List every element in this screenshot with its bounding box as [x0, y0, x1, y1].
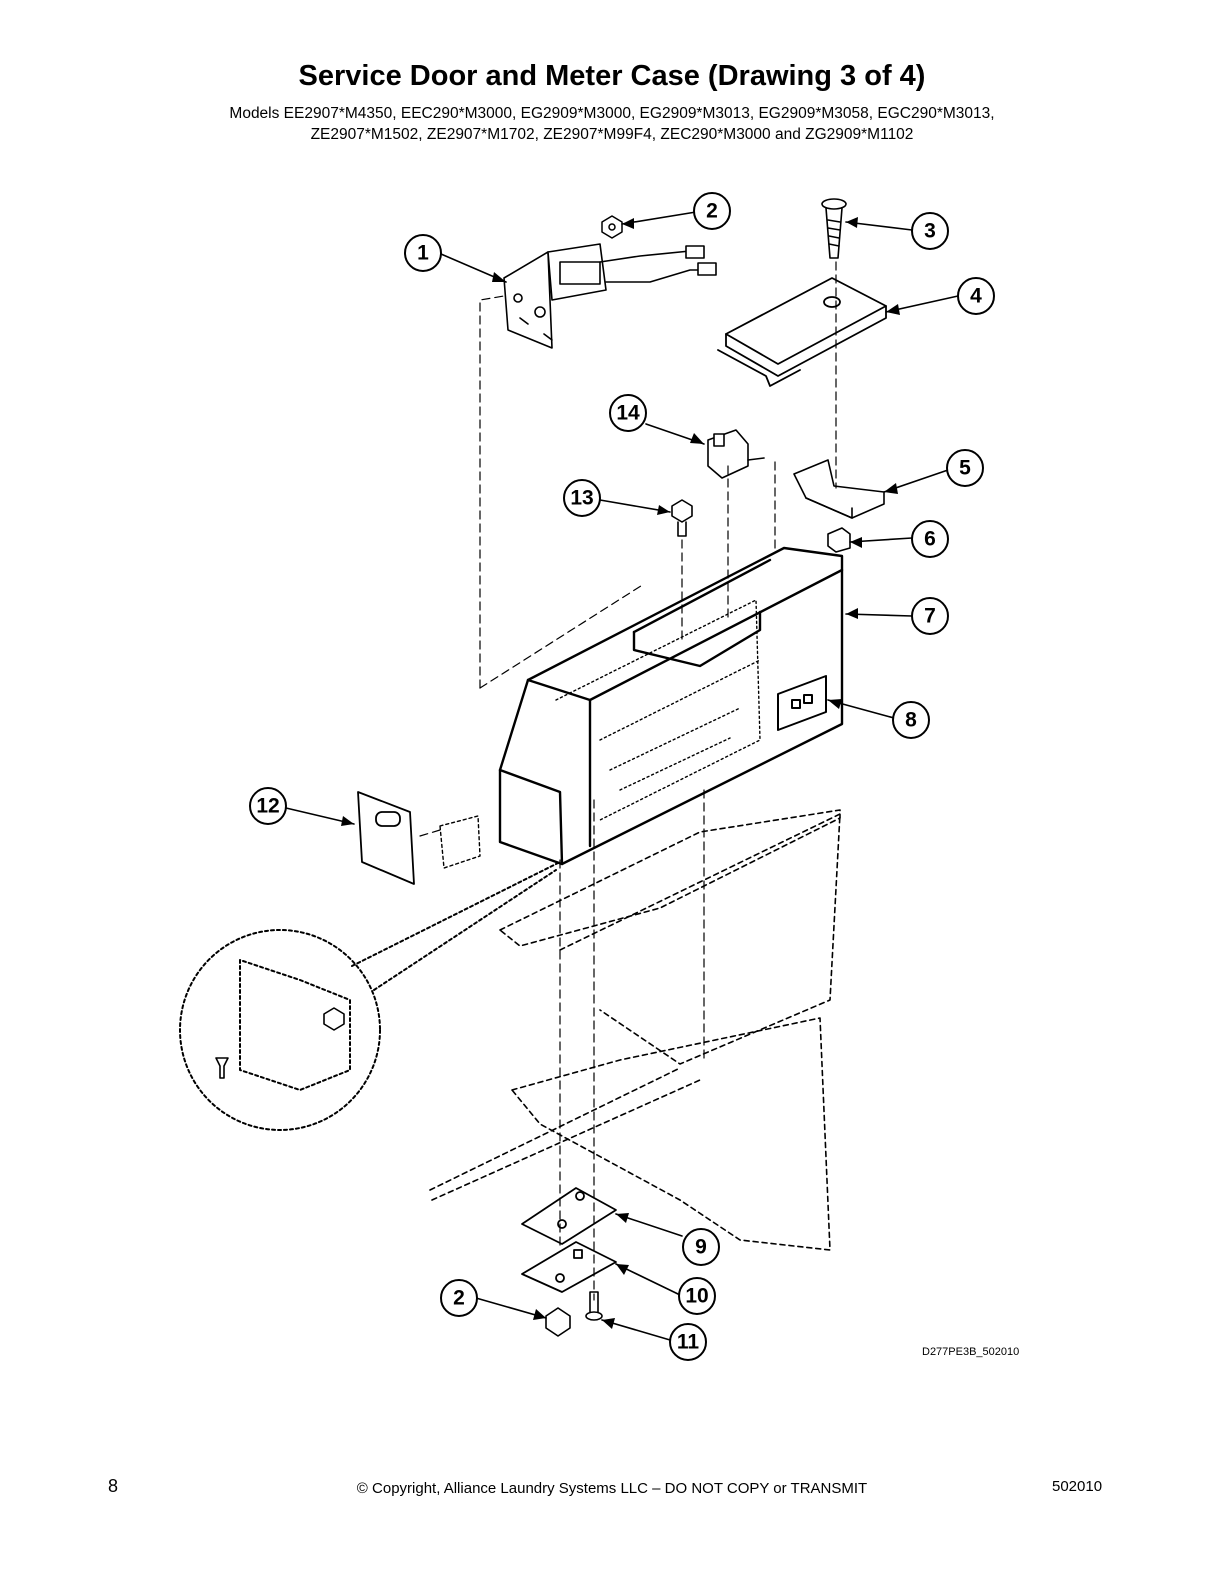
callout-13: 13: [563, 479, 601, 517]
callout-2-bottom: 2: [440, 1279, 478, 1317]
nut-drawing-bottom: [545, 1307, 571, 1337]
callout-label: 4: [970, 285, 982, 308]
model-list-line-1: Models EE2907*M4350, EEC290*M3000, EG290…: [229, 105, 995, 122]
callout-10: 10: [678, 1277, 716, 1315]
callout-label: 2: [706, 200, 718, 223]
callout-label: 11: [677, 1331, 700, 1354]
bolt-drawing: [671, 499, 693, 537]
callout-14: 14: [609, 394, 647, 432]
callout-label: 8: [905, 709, 917, 732]
callout-3: 3: [911, 212, 949, 250]
callout-arrowheads: [341, 217, 900, 1329]
mounting-plate-drawing: [521, 1187, 617, 1245]
callout-label: 1: [417, 242, 429, 265]
assembly-guide-lines: [419, 261, 837, 1301]
clip-drawing: [827, 527, 851, 553]
model-list-line-2: ZE2907*M1502, ZE2907*M1702, ZE2907*M99F4…: [310, 126, 914, 143]
callout-label: 7: [924, 605, 936, 628]
callout-7: 7: [911, 597, 949, 635]
callout-label: 5: [959, 457, 971, 480]
page-title: Service Door and Meter Case (Drawing 3 o…: [298, 60, 926, 92]
service-door-drawing: [357, 791, 415, 885]
callout-2-top: 2: [693, 192, 731, 230]
screw-drawing: [821, 198, 847, 259]
callout-label: 12: [256, 795, 279, 818]
meter-case-inner-dots: [555, 599, 761, 821]
switch-drawing: [707, 429, 765, 479]
model-list: Models EE2907*M4350, EEC290*M3000, EG290…: [0, 103, 1224, 145]
nut-drawing: [601, 215, 623, 239]
carriage-bolt-drawing: [585, 1291, 603, 1321]
detail-parts: [215, 1007, 345, 1079]
callout-8: 8: [892, 701, 930, 739]
lock-bracket-drawing: [793, 459, 885, 519]
callout-label: 10: [685, 1285, 708, 1308]
callout-12: 12: [249, 787, 287, 825]
lock-mechanism-drawing: [439, 815, 481, 869]
backing-plate-drawing: [521, 1241, 617, 1293]
callout-4: 4: [957, 277, 995, 315]
drawing-code: D277PE3B_502010: [922, 1346, 1020, 1358]
callout-1: 1: [404, 234, 442, 272]
counter-drawing: [777, 675, 827, 731]
base-frame-drawing: [429, 809, 841, 1251]
detail-magnifier-drawing: [179, 861, 561, 1131]
callouts: 1 2 3 4 14 5 13 6 7 8 12 9 2 10 11: [249, 192, 995, 1361]
callout-label: 9: [695, 1236, 707, 1259]
callout-5: 5: [946, 449, 984, 487]
callout-label: 6: [924, 528, 936, 551]
callout-label: 3: [924, 220, 936, 243]
coin-slide-assembly-drawing: [503, 243, 717, 349]
copyright-notice: © Copyright, Alliance Laundry Systems LL…: [356, 1480, 868, 1497]
callout-6: 6: [911, 520, 949, 558]
callout-label: 14: [616, 402, 640, 425]
document-number: 502010: [1052, 1478, 1103, 1495]
callout-9: 9: [682, 1228, 720, 1266]
callout-11: 11: [669, 1323, 707, 1361]
callout-label: 2: [453, 1287, 465, 1310]
page-number: 8: [108, 1476, 119, 1496]
callout-label: 13: [570, 487, 593, 510]
cover-plate-drawing: [717, 277, 887, 387]
